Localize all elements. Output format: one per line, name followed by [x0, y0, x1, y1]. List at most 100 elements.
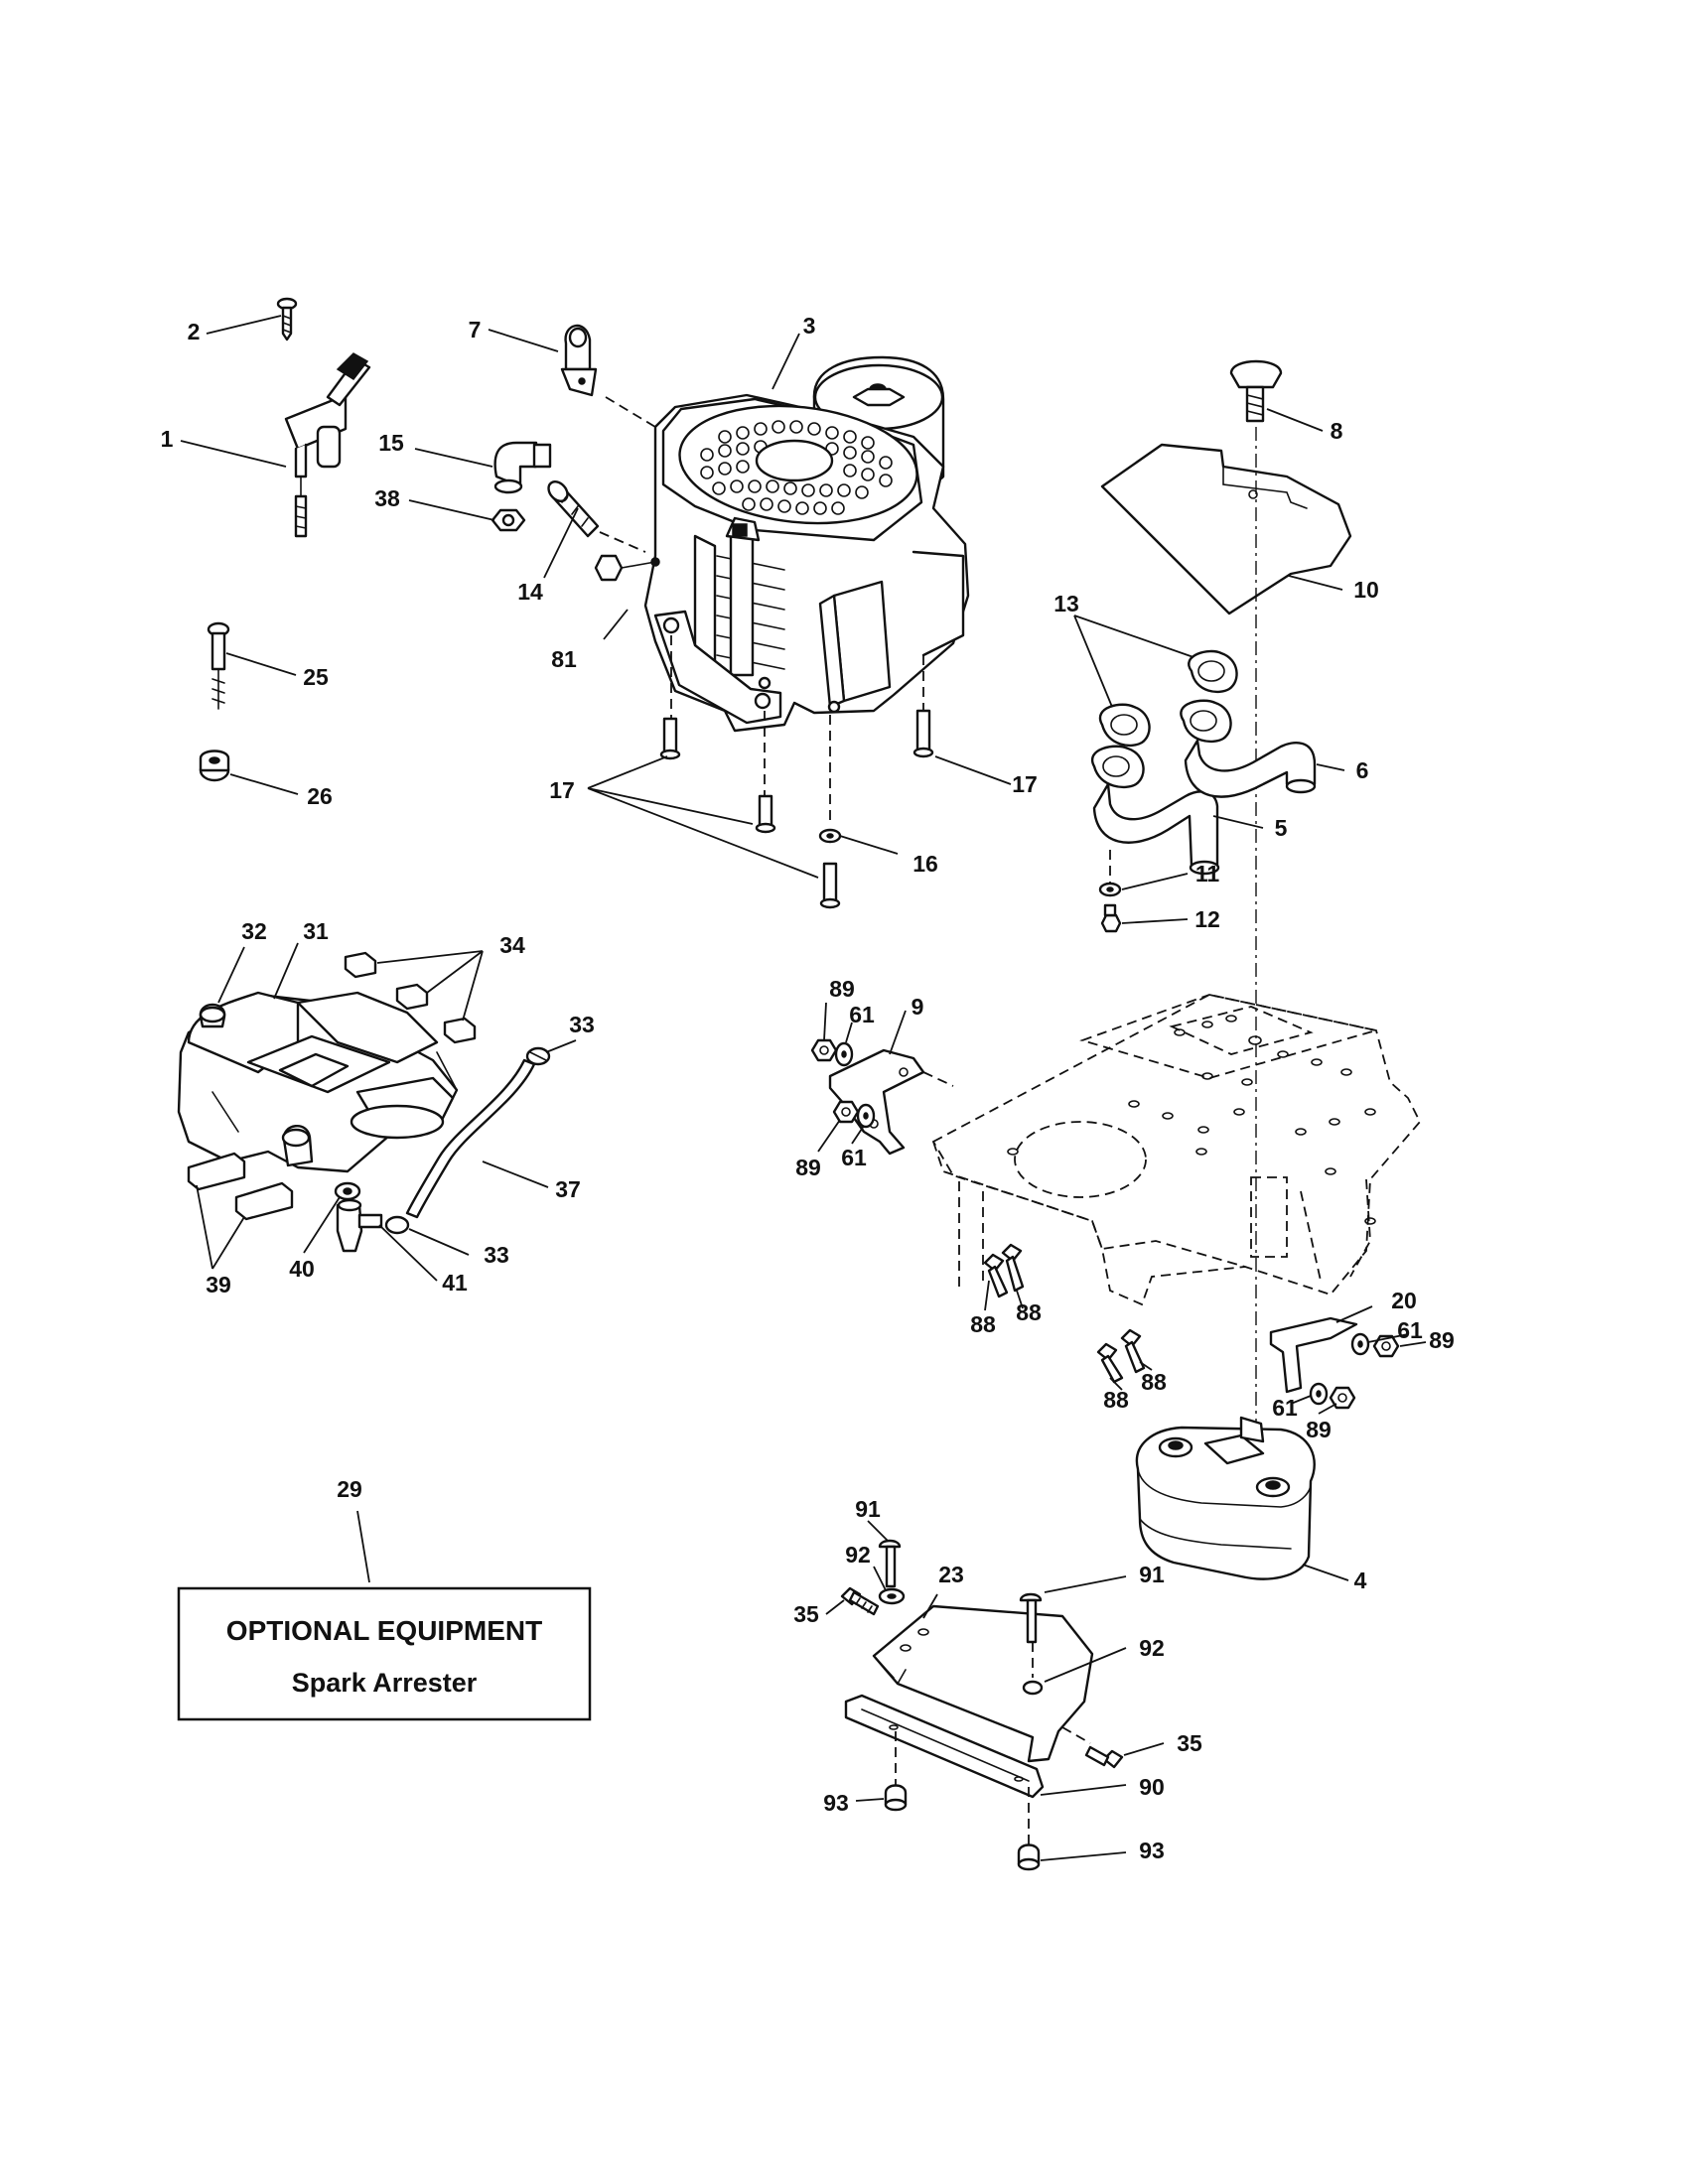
callout-6: 6	[1356, 757, 1369, 783]
callout-41: 41	[442, 1270, 468, 1296]
callout-40: 40	[289, 1256, 315, 1282]
part-11-washer	[1098, 882, 1122, 897]
part-91-bolt-left	[878, 1539, 902, 1588]
callout-11: 11	[1195, 861, 1220, 887]
callout-93-right: 93	[1139, 1838, 1165, 1863]
callout-35-left: 35	[793, 1601, 819, 1627]
callout-32: 32	[241, 918, 267, 944]
callout-37: 37	[555, 1176, 581, 1202]
part-15-elbow	[493, 441, 552, 494]
callout-88-c: 88	[1103, 1387, 1129, 1413]
leader-lines	[180, 315, 1427, 1861]
callout-1: 1	[161, 426, 174, 452]
part-35-screw-left	[840, 1586, 880, 1616]
air-intake-grille	[700, 420, 893, 515]
callout-89-lower-right: 89	[1306, 1417, 1332, 1442]
callout-89-upper: 89	[829, 976, 855, 1002]
callout-7: 7	[469, 317, 482, 342]
callout-88-b: 88	[1016, 1299, 1042, 1325]
part-13-gaskets	[1098, 649, 1238, 748]
callout-17-right: 17	[1012, 771, 1038, 797]
part-33-clamp-upper	[525, 1046, 551, 1066]
frame-plate-dashed	[931, 994, 1422, 1306]
callout-12: 12	[1194, 906, 1220, 932]
part-89-nut-lower	[832, 1100, 860, 1124]
part-40-grommet	[334, 1181, 361, 1201]
callout-88-a: 88	[970, 1311, 996, 1337]
optional-equipment-box: OPTIONAL EQUIPMENT Spark Arrester	[177, 1586, 592, 1721]
part-12-bolt	[1100, 903, 1122, 933]
part-41-shutoff-valve	[336, 1198, 383, 1253]
part-6-exhaust-pipe	[1180, 699, 1317, 798]
part-4-muffler	[1135, 1416, 1316, 1580]
callout-90: 90	[1139, 1774, 1165, 1800]
callout-35-right: 35	[1177, 1730, 1202, 1756]
part-93-nut-left	[884, 1784, 908, 1812]
part-32-cap	[199, 1003, 226, 1028]
callout-89-lower: 89	[795, 1155, 821, 1180]
callout-92-left: 92	[845, 1542, 871, 1568]
callout-5: 5	[1275, 815, 1288, 841]
callout-14: 14	[517, 579, 543, 605]
callout-13: 13	[1053, 591, 1079, 616]
part-61-washer-upper	[834, 1041, 854, 1067]
leader-7-dashed	[605, 396, 656, 428]
leader-14-dashed	[599, 531, 646, 553]
part-89-nut-upper	[810, 1038, 838, 1062]
callout-labels: 1 2 3 4 5 6 7 8 9 10 11 12 13 14 15 16 1…	[161, 313, 1455, 1863]
part-61-washer-lower	[856, 1103, 876, 1129]
part-2-screw	[276, 297, 298, 341]
callout-17-left: 17	[549, 777, 575, 803]
callout-92-right: 92	[1139, 1635, 1165, 1661]
optional-equipment-subtitle: Spark Arrester	[292, 1668, 478, 1698]
part-16-washer	[818, 828, 842, 844]
part-3-engine	[643, 355, 970, 733]
part-81-fitting	[594, 554, 656, 582]
callout-89-right: 89	[1429, 1327, 1455, 1353]
leader-9-dashed	[922, 1071, 954, 1087]
callout-33-lower: 33	[484, 1242, 509, 1268]
callout-39: 39	[206, 1272, 231, 1297]
callout-61-upper: 61	[849, 1002, 875, 1027]
frame-holes	[1007, 1015, 1376, 1225]
callout-10: 10	[1353, 577, 1379, 603]
callout-29: 29	[337, 1476, 362, 1502]
callout-61-right: 61	[1397, 1317, 1423, 1343]
part-88-bolts	[983, 1243, 1146, 1384]
callout-61-lower: 61	[841, 1145, 867, 1170]
callout-23: 23	[938, 1562, 964, 1587]
part-5-exhaust-pipe	[1090, 745, 1220, 876]
callout-31: 31	[303, 918, 329, 944]
part-38-nut	[491, 508, 526, 532]
optional-equipment-title: OPTIONAL EQUIPMENT	[226, 1615, 542, 1646]
part-14-tube	[547, 480, 600, 538]
callout-9: 9	[912, 994, 924, 1020]
callout-3: 3	[803, 313, 816, 339]
part-1-throttle-control	[284, 352, 371, 538]
callout-26: 26	[307, 783, 333, 809]
leader-35-dashed	[1061, 1726, 1091, 1744]
part-37-fuel-hose	[405, 1058, 536, 1219]
callout-4: 4	[1354, 1568, 1367, 1593]
part-93-nut-right	[1017, 1843, 1041, 1871]
callout-20: 20	[1391, 1288, 1417, 1313]
part-90-plate	[844, 1694, 1045, 1799]
part-33-clamp-lower	[384, 1215, 410, 1235]
callout-88-d: 88	[1141, 1369, 1167, 1395]
part-7-clamp	[560, 324, 598, 397]
callout-91-left: 91	[855, 1496, 881, 1522]
part-17-bolts	[659, 709, 934, 909]
callout-93-left: 93	[823, 1790, 849, 1816]
part-39-pads	[187, 1152, 294, 1221]
part-34-pads	[344, 951, 477, 1044]
part-23-guard	[872, 1604, 1094, 1763]
part-10-heat-shield	[1100, 443, 1352, 615]
part-26-nut	[199, 750, 230, 782]
part-89-nut-right	[1372, 1334, 1400, 1358]
part-8-knob	[1229, 359, 1283, 423]
part-35-screw-right	[1084, 1745, 1124, 1769]
callout-34: 34	[499, 932, 525, 958]
part-91-bolt-right	[1019, 1592, 1043, 1644]
callout-8: 8	[1331, 418, 1343, 444]
